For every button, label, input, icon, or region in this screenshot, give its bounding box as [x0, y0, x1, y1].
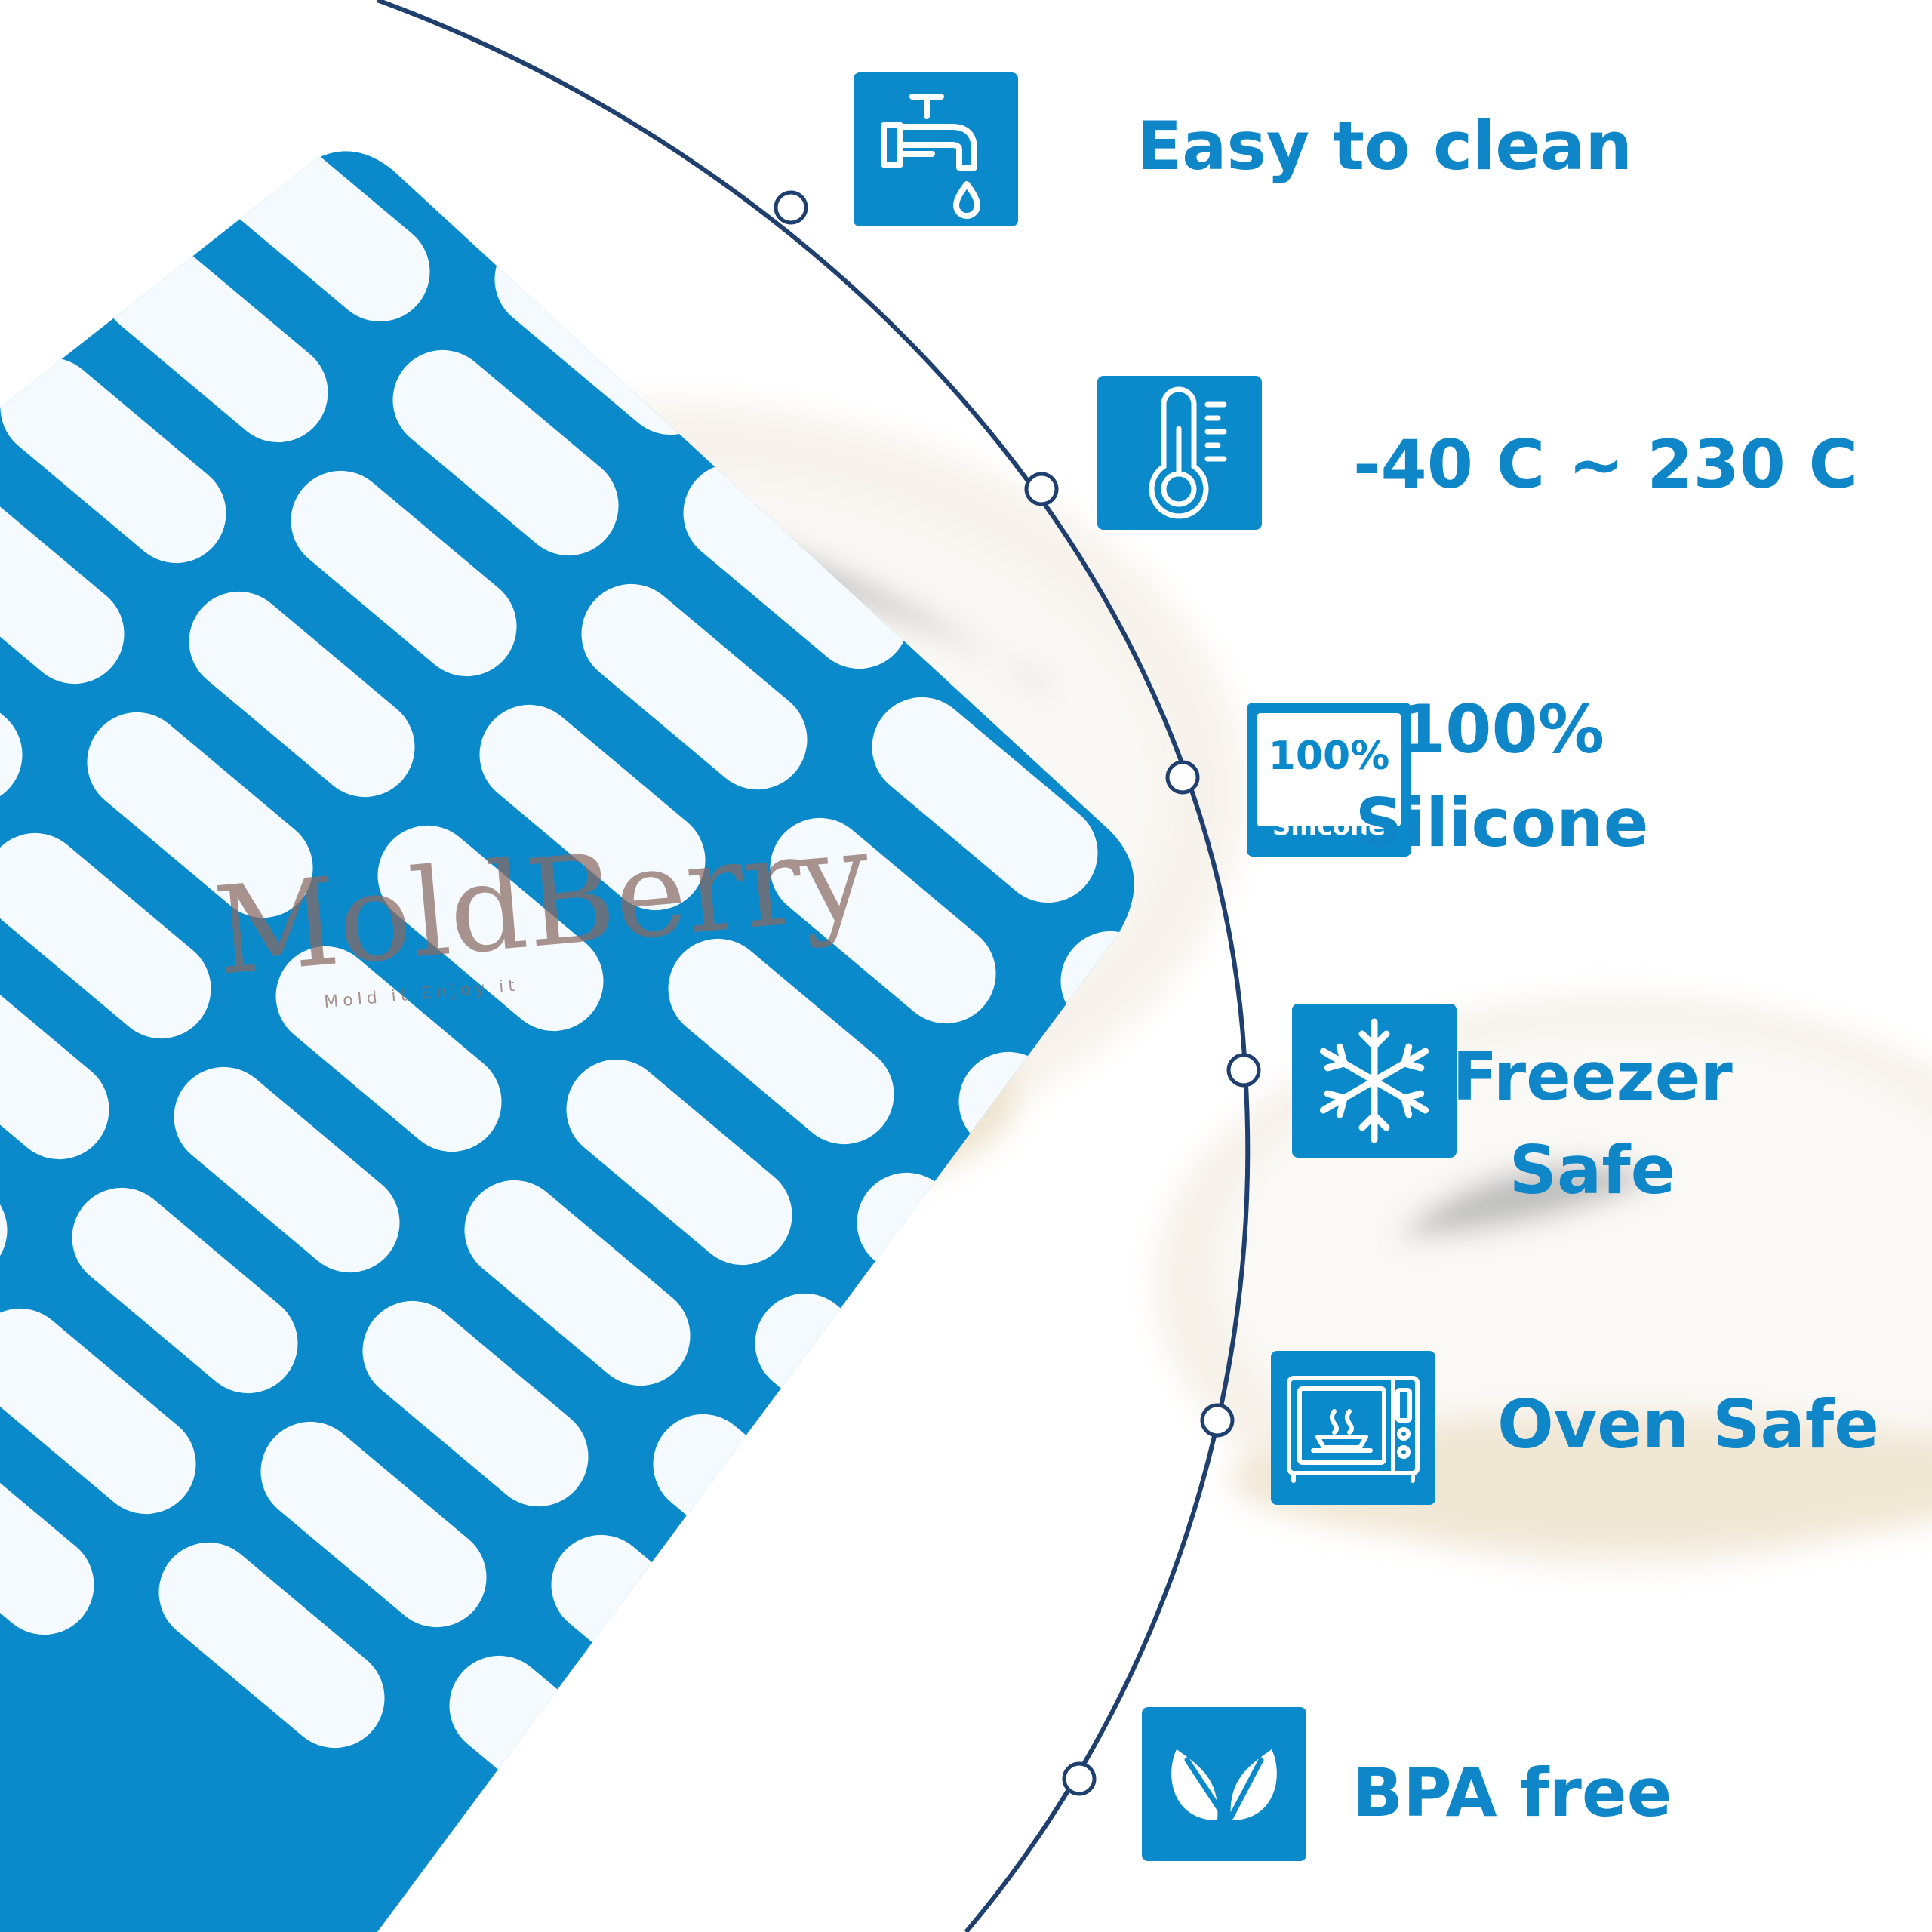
arc-node [1024, 472, 1059, 506]
arc-nodes [774, 190, 1261, 1796]
feature-label-line: 100% [1399, 691, 1604, 768]
feature-label-oven-safe: Oven Safe [1497, 1378, 1879, 1472]
microwave-oven-icon [1271, 1351, 1435, 1505]
feature-label-temperature: -40 C ~ 230 C [1353, 418, 1857, 512]
mat-slot [857, 1172, 1083, 1379]
silicone-badge-icon: 100% Silicone [1247, 703, 1411, 857]
snowflake-icon [1292, 1004, 1457, 1158]
badge-percent-text: 100% [1269, 734, 1390, 779]
mat-slot [102, 236, 328, 443]
feature-arc [376, 0, 1251, 1932]
mat-slot [740, 1768, 966, 1932]
arc-node [774, 190, 808, 225]
arc-node [1165, 760, 1200, 795]
mat-slot [0, 478, 125, 685]
mat-slot [479, 704, 706, 911]
mat-slot [683, 463, 909, 669]
feature-label-freezer-safe: Freezer Safe [1426, 1030, 1758, 1217]
mat-slot [668, 938, 894, 1145]
mat-slot [464, 1180, 691, 1386]
arc-node [1226, 1053, 1261, 1088]
mat-slot [0, 357, 226, 564]
feature-label-line: Freezer [1452, 1038, 1733, 1115]
mat-slot [0, 1429, 94, 1635]
mat-slot [260, 1421, 487, 1628]
mat-slot [291, 470, 517, 677]
mat-slot [189, 591, 415, 798]
feature-label-bpa-free: BPA free [1352, 1746, 1672, 1840]
mat-slot [377, 825, 604, 1032]
arc-node [1062, 1761, 1097, 1796]
mat-slot [174, 1066, 400, 1273]
feature-label-line: -40 C ~ 230 C [1353, 426, 1858, 503]
mat-slot [566, 1059, 792, 1266]
thermometer-icon [1097, 376, 1262, 530]
feature-label-silicone: 100% Silicone [1343, 683, 1660, 870]
mat-slot [87, 712, 313, 918]
mat-slot [872, 697, 1098, 903]
mat-slot [0, 953, 109, 1160]
leaf-icon [1142, 1707, 1306, 1861]
mat-slot [158, 1542, 385, 1749]
feature-label-line: BPA free [1352, 1754, 1672, 1832]
mat-slot [392, 349, 619, 556]
mat-slot [1637, 662, 1903, 908]
feature-label-line: Silicone [1355, 784, 1649, 862]
mat-slot [362, 1300, 589, 1507]
mat-slot [72, 1187, 298, 1394]
faucet-icon [854, 72, 1018, 226]
mat-slot [0, 1308, 196, 1515]
feature-label-line: Easy to clean [1137, 107, 1633, 185]
feature-label-easy-to-clean: Easy to clean [1137, 100, 1632, 193]
mat-slot [841, 1647, 1068, 1854]
mat-slot [770, 817, 996, 1024]
mat-slot [581, 583, 808, 790]
feature-label-line: Oven Safe [1497, 1386, 1879, 1463]
arc-node [1200, 1403, 1235, 1438]
mat-slot [0, 832, 211, 1039]
badge-silicone-text: Silicone [1272, 811, 1386, 841]
mat-slot [275, 946, 502, 1152]
feature-label-line: Safe [1509, 1131, 1676, 1209]
